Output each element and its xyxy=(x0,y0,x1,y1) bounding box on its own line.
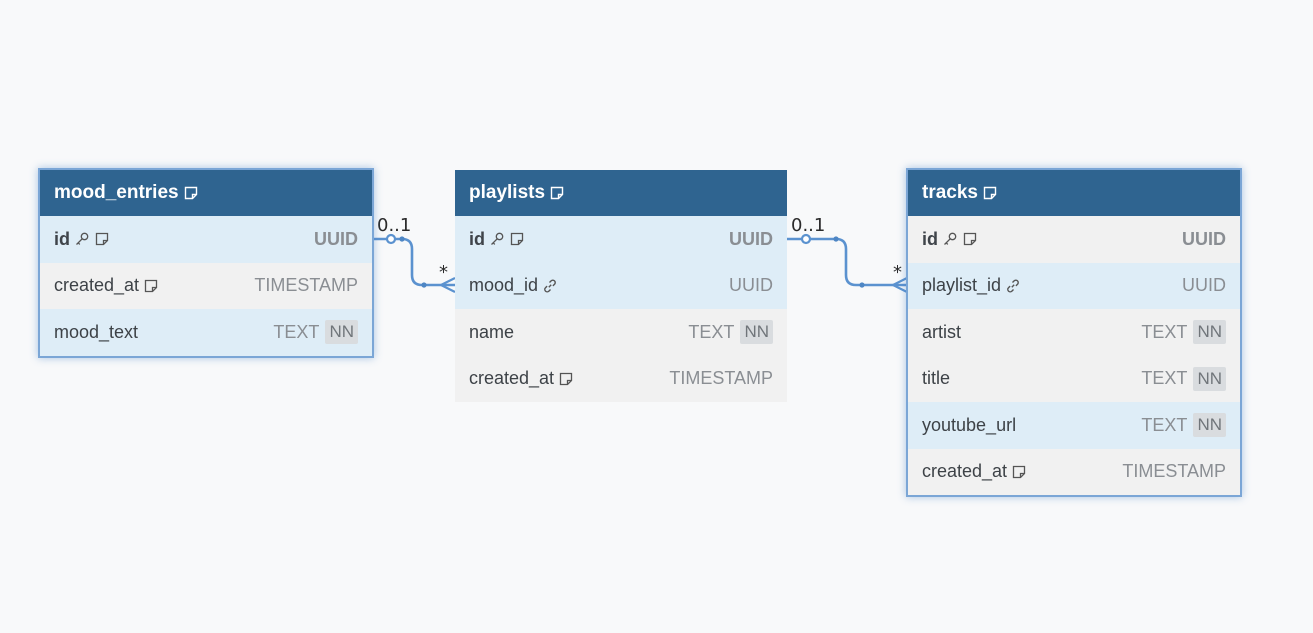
column-name: created_at xyxy=(922,461,1008,482)
note-icon[interactable] xyxy=(183,185,199,201)
not-null-badge: NN xyxy=(740,320,773,345)
column-name: artist xyxy=(922,321,962,342)
column-name: mood_id xyxy=(469,275,539,296)
column-row[interactable]: id UUID xyxy=(40,216,372,263)
zero-one-marker xyxy=(385,233,397,245)
cardinality-label: * xyxy=(439,262,448,283)
cardinality-label: * xyxy=(893,262,902,283)
column-type: UUID xyxy=(729,275,773,296)
note-icon[interactable] xyxy=(143,278,159,294)
column-type: TEXT xyxy=(1141,414,1188,435)
column-row[interactable]: mood_text TEXT NN xyxy=(40,309,372,356)
note-icon[interactable] xyxy=(962,231,978,247)
column-type: TIMESTAMP xyxy=(669,368,773,389)
column-row[interactable]: youtube_url TEXT NN xyxy=(908,402,1240,449)
column-row[interactable]: title TEXT NN xyxy=(908,355,1240,402)
column-name: title xyxy=(922,368,951,389)
key-icon xyxy=(74,231,90,247)
link-icon xyxy=(542,278,558,294)
column-name: created_at xyxy=(469,368,555,389)
column-name: mood_text xyxy=(54,321,139,342)
relation-playlists-tracks[interactable] xyxy=(787,233,908,293)
table-mood-entries[interactable]: mood_entries id UUID created_at xyxy=(38,168,374,358)
column-type: UUID xyxy=(1182,228,1226,249)
column-row[interactable]: id UUID xyxy=(455,216,787,263)
not-null-badge: NN xyxy=(1193,320,1226,345)
table-header[interactable]: mood_entries xyxy=(40,170,372,216)
column-row[interactable]: artist TEXT NN xyxy=(908,309,1240,356)
table-tracks[interactable]: tracks id UUID playlist_id xyxy=(906,168,1242,497)
not-null-badge: NN xyxy=(325,320,358,345)
column-name: id xyxy=(469,228,485,249)
column-row[interactable]: created_at TIMESTAMP xyxy=(455,355,787,402)
column-type: UUID xyxy=(1182,275,1226,296)
column-row[interactable]: playlist_id UUID xyxy=(908,262,1240,309)
note-icon[interactable] xyxy=(1011,464,1027,480)
note-icon[interactable] xyxy=(94,231,110,247)
key-icon xyxy=(942,231,958,247)
column-row[interactable]: created_at TIMESTAMP xyxy=(40,262,372,309)
zero-one-marker xyxy=(800,233,812,245)
column-type: TEXT xyxy=(688,321,735,342)
column-row[interactable]: name TEXT NN xyxy=(455,309,787,356)
note-icon[interactable] xyxy=(509,231,525,247)
column-name: id xyxy=(54,228,70,249)
column-row[interactable]: mood_id UUID xyxy=(455,262,787,309)
table-playlists[interactable]: playlists id UUID mood_id xyxy=(455,170,787,402)
column-type: TIMESTAMP xyxy=(1122,461,1226,482)
note-icon[interactable] xyxy=(558,371,574,387)
table-name: playlists xyxy=(469,182,546,203)
cardinality-label: 0..1 xyxy=(791,215,826,236)
column-type: TIMESTAMP xyxy=(254,275,358,296)
column-row[interactable]: id UUID xyxy=(908,216,1240,263)
column-type: TEXT xyxy=(273,321,320,342)
note-icon[interactable] xyxy=(549,185,565,201)
not-null-badge: NN xyxy=(1193,413,1226,438)
column-name: playlist_id xyxy=(922,275,1002,296)
column-name: id xyxy=(922,228,938,249)
column-name: name xyxy=(469,321,515,342)
table-name: mood_entries xyxy=(54,182,179,203)
table-header[interactable]: tracks xyxy=(908,170,1240,216)
column-type: UUID xyxy=(729,228,773,249)
not-null-badge: NN xyxy=(1193,366,1226,391)
note-icon[interactable] xyxy=(982,185,998,201)
table-header[interactable]: playlists xyxy=(455,170,787,216)
column-type: TEXT xyxy=(1141,321,1188,342)
column-type: TEXT xyxy=(1141,368,1188,389)
column-name: created_at xyxy=(54,275,140,296)
column-type: UUID xyxy=(314,228,358,249)
column-row[interactable]: created_at TIMESTAMP xyxy=(908,448,1240,495)
table-name: tracks xyxy=(922,182,978,203)
cardinality-label: 0..1 xyxy=(377,215,412,236)
link-icon xyxy=(1005,278,1021,294)
key-icon xyxy=(489,231,505,247)
column-name: youtube_url xyxy=(922,414,1017,435)
